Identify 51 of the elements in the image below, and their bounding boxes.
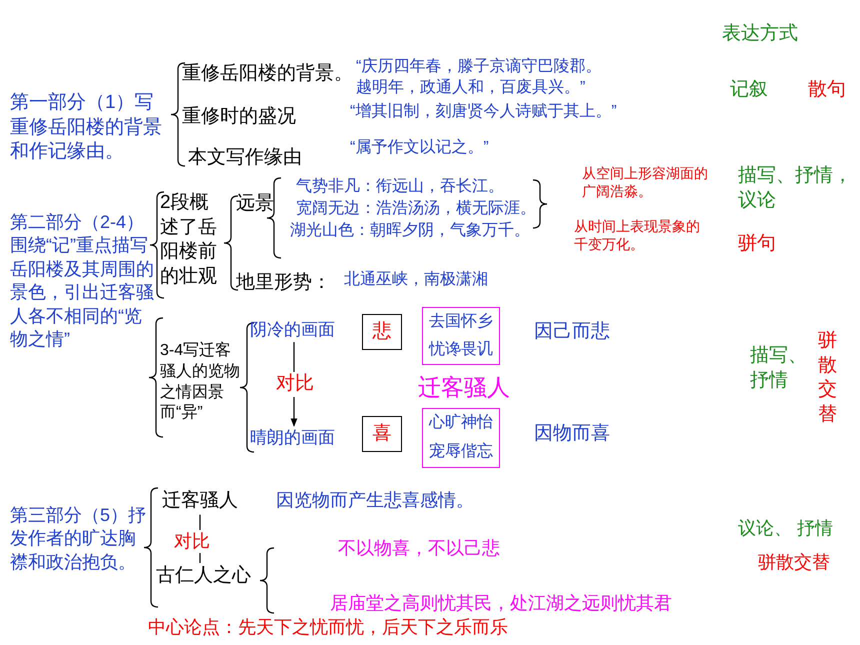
section-summary: 第一部分（1）写重修岳阳楼的背景和作记缘由。 [10, 91, 163, 164]
section-summary: 第二部分（2-4）围绕“记”重点描写岳阳楼及其周围的景色，引出迁客骚人各不相同的“览物之情” [10, 211, 155, 351]
quote-text: 湖光山色：朝晖夕阴，气象万千。 [290, 221, 530, 241]
outline-item: 远景 [236, 192, 274, 216]
phrase-box [422, 408, 500, 468]
quote-text: 北通巫峡，南极潇湘 [344, 270, 488, 290]
annotation-text: 从时间上表现景象的千变万化。 [574, 217, 701, 254]
box-text: 喜 [372, 422, 392, 446]
explanation-text: 因览物而产生悲喜感情。 [276, 489, 474, 512]
outline-item: 本文写作缘由 [188, 146, 302, 170]
edge-label: 对比 [276, 372, 314, 397]
quote-text: “属予作文以记之。” [350, 138, 489, 158]
emotion-box [362, 416, 402, 452]
column-heading: 表达方式 [722, 22, 798, 46]
outline-item: 重修岳阳楼的背景。 [182, 62, 353, 86]
method-label: 描写、抒情，议论 [738, 164, 853, 213]
annotation-text: 从空间上形容湖面的广阔浩淼。 [582, 164, 709, 200]
box-text: 心旷神怡 [429, 413, 493, 434]
group-label: 迁客骚人 [162, 489, 238, 514]
method-label: 记叙 [730, 78, 768, 102]
outline-item: 2段概述了岳阳楼前的壮观 [160, 191, 218, 290]
quote-text: 不以物喜，不以己悲 [338, 537, 500, 560]
outline-item: 地里形势： [236, 271, 331, 295]
quote-text: 居庙堂之高则忧其民，处江湖之远则忧其君 [330, 592, 672, 615]
outline-item: 3-4写迁客骚人的览物之情因景而“异” [160, 341, 241, 424]
style-label: 骈句 [738, 232, 776, 256]
box-text: 去国怀乡 [429, 312, 493, 332]
outline-item: 重修时的盛况 [182, 105, 296, 129]
highlight-text: 迁客骚人 [418, 373, 510, 402]
style-label: 骈散交替 [818, 329, 838, 428]
group-label: 古仁人之心 [156, 564, 251, 589]
method-label: 议论、 抒情 [738, 517, 834, 540]
style-label: 骈散交替 [758, 551, 830, 574]
thesis-text: 中心论点：先天下之忧而忧，后天下之乐而乐 [148, 616, 508, 639]
edge-label: 对比 [174, 530, 210, 554]
box-text: 悲 [372, 320, 392, 344]
section-summary: 第三部分（5）抒发作者的旷达胸襟和政治抱负。 [10, 504, 148, 574]
quote-text: 宽阔无边：浩浩汤汤，横无际涯。 [296, 199, 536, 219]
quote-text: “增其旧制，刻唐贤今人诗赋于其上。” [350, 102, 617, 122]
explanation-text: 因物而喜 [534, 422, 610, 446]
quote-text: 气势非凡：衔远山，吞长江。 [296, 177, 504, 197]
scene-label: 晴朗的画面 [250, 427, 335, 450]
box-text: 宠辱偕忘 [429, 442, 493, 462]
method-label: 描写、抒情 [750, 344, 808, 393]
style-label: 散句 [808, 78, 846, 102]
quote-text: “庆历四年春，滕子京谪守巴陵郡。越明年，政通人和，百废具兴。” [356, 57, 602, 98]
scene-label: 阴冷的画面 [250, 319, 335, 342]
explanation-text: 因己而悲 [534, 320, 610, 344]
box-text: 忧谗畏讥 [429, 340, 493, 360]
emotion-box [362, 314, 402, 350]
phrase-box [422, 307, 500, 365]
